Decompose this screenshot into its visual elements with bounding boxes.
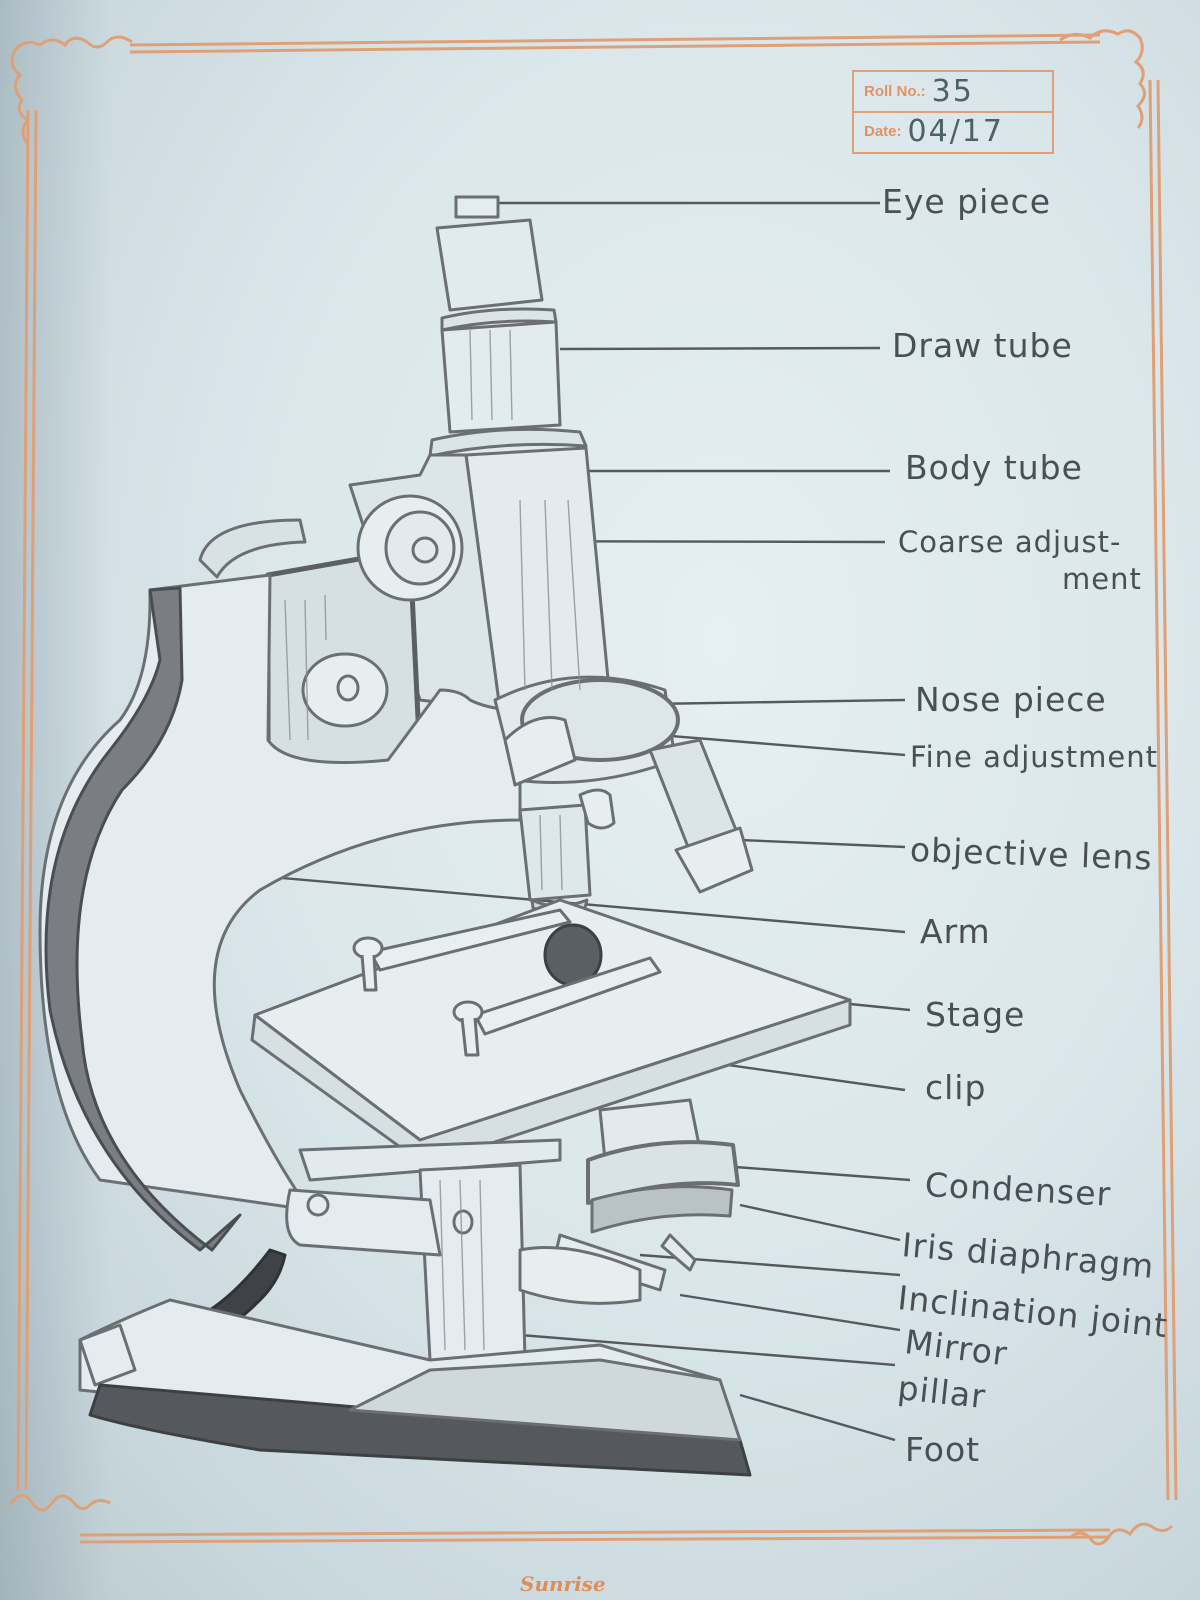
shading-hatch — [284, 329, 581, 1351]
label-coarse-adjustment-line2: ment — [1062, 562, 1142, 596]
label-foot: Foot — [905, 1430, 981, 1469]
label-eye-piece: Eye piece — [882, 182, 1052, 221]
date-row: Date: 04/17 — [854, 111, 1052, 150]
label-coarse-adjustment: Coarse adjust- — [898, 525, 1122, 559]
roll-row: Roll No.: 35 — [854, 72, 1052, 111]
label-fine-adjustment: Fine adjustment — [910, 740, 1159, 774]
label-draw-tube: Draw tube — [892, 326, 1073, 365]
page-border — [8, 29, 1178, 1546]
label-nose-piece: Nose piece — [915, 680, 1107, 719]
roll-label: Roll No.: — [864, 83, 926, 100]
microscope-body — [38, 195, 852, 1477]
label-body-tube: Body tube — [905, 448, 1083, 487]
label-clip: clip — [925, 1068, 987, 1107]
label-arm: Arm — [920, 912, 991, 951]
roll-value: 35 — [931, 74, 974, 109]
date-label: Date: — [864, 123, 902, 140]
date-value: 04/17 — [907, 114, 1004, 149]
notebook-brand: Sunrise — [520, 1572, 606, 1596]
label-stage: Stage — [925, 995, 1026, 1034]
roll-date-box: Roll No.: 35 Date: 04/17 — [852, 70, 1054, 154]
